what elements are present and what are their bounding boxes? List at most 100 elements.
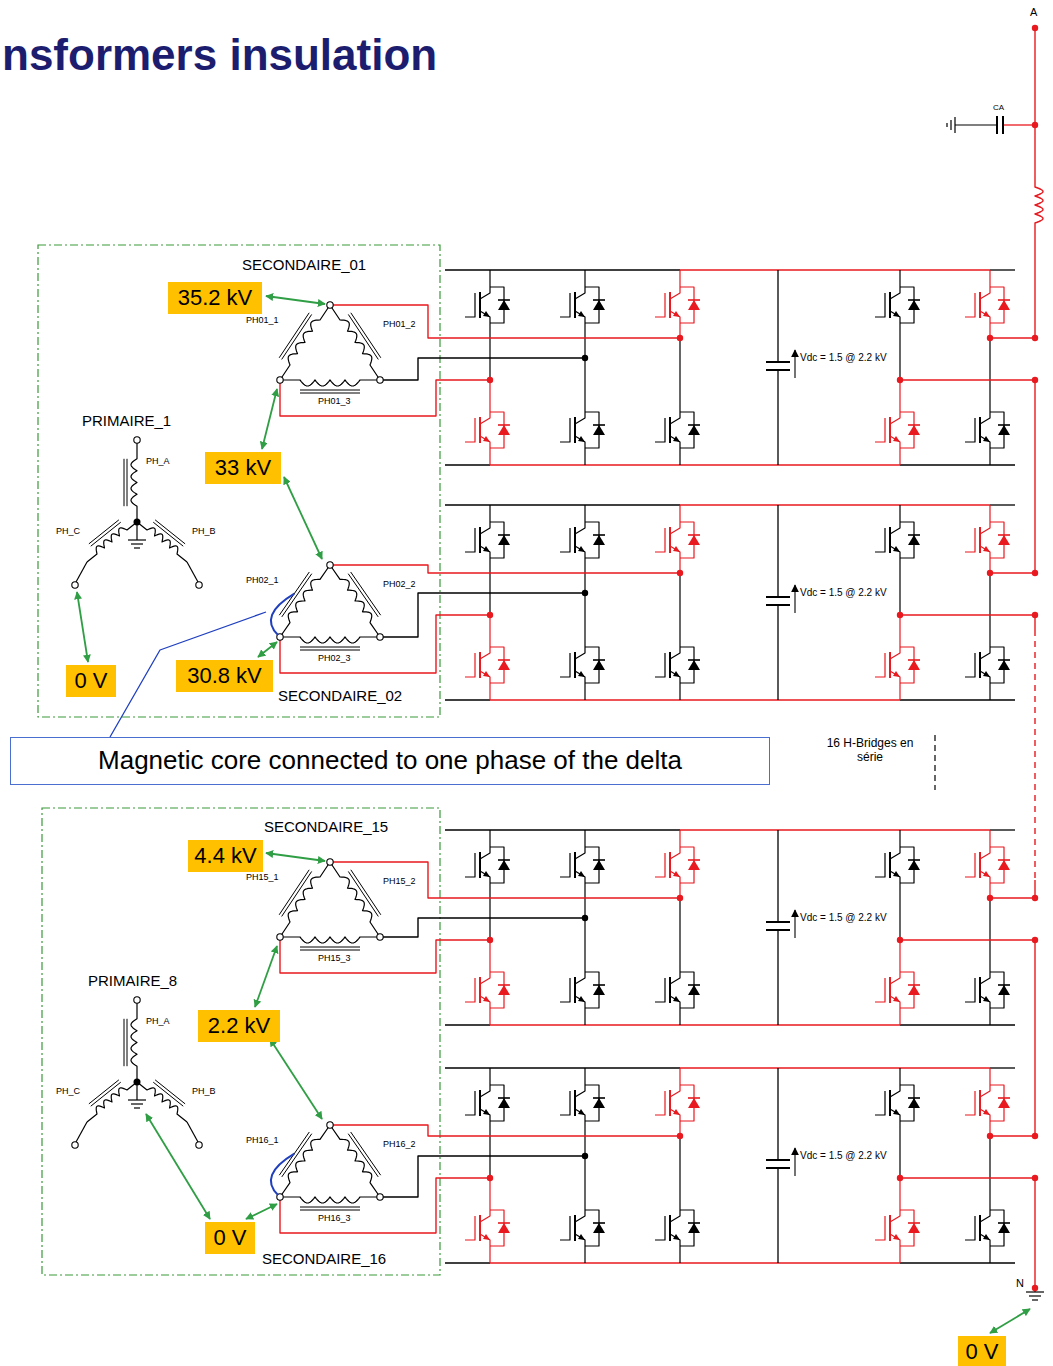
diode-bar: [998, 659, 1010, 661]
diode-bar: [593, 1222, 605, 1224]
igbt-gate: [655, 978, 665, 1002]
coil-winding: [280, 565, 330, 637]
igbt-gate: [655, 293, 665, 317]
ground-symbol: [950, 120, 951, 130]
dc-rail: [445, 1067, 680, 1068]
dc-rail: [990, 504, 1015, 505]
diode-symbol: [908, 985, 920, 995]
igbt-emitter-arrow: [673, 671, 680, 677]
igbt-collector: [575, 515, 585, 534]
igbt-collector: [480, 840, 490, 859]
dc-link-wire: [777, 370, 778, 465]
leg-wire: [899, 940, 900, 965]
igbt-channel: [889, 1090, 891, 1116]
output-wire: [990, 572, 1035, 573]
igbt-gate: [465, 1216, 475, 1240]
diode-bar: [688, 534, 700, 536]
igbt-collector: [980, 405, 990, 424]
terminal-circle: [72, 1142, 78, 1148]
part-label: PH15_3: [318, 953, 351, 963]
series-bus: [1034, 380, 1035, 573]
igbt-emitter: [575, 546, 585, 565]
ground-symbol: [128, 1099, 146, 1100]
dc-rail: [445, 699, 490, 700]
igbt-channel: [479, 417, 481, 443]
diode-bar: [498, 299, 510, 301]
dc-rail: [490, 699, 900, 700]
dc-rail: [990, 269, 1015, 270]
diode-bar: [688, 659, 700, 661]
dc-rail: [990, 1067, 1015, 1068]
leg-wire: [584, 830, 585, 840]
dc-rail: [680, 1067, 990, 1068]
igbt-gate: [965, 1216, 975, 1240]
igbt-gate: [655, 853, 665, 877]
voltage-tag: 0 V: [958, 1336, 1006, 1366]
igbt-collector: [980, 965, 990, 984]
igbt-collector: [480, 280, 490, 299]
igbt-gate: [965, 528, 975, 552]
diode-symbol: [998, 300, 1010, 310]
igbt-collector: [890, 515, 900, 534]
part-label: PH02_2: [383, 579, 416, 589]
igbt-channel: [669, 1215, 671, 1241]
igbt-emitter: [980, 671, 990, 690]
leg-wire: [489, 830, 490, 840]
voltage-tag: 30.8 kV: [176, 660, 273, 692]
leg-wire: [989, 1068, 990, 1078]
magnetic-core: [300, 950, 360, 951]
diode-symbol: [998, 660, 1010, 670]
voltage-value: 33 kV: [215, 455, 271, 480]
igbt-gate: [465, 293, 475, 317]
diode-bar: [998, 1222, 1010, 1224]
magnetic-core: [89, 1080, 119, 1104]
igbt-collector: [575, 1203, 585, 1222]
magnetic-core: [91, 522, 121, 546]
igbt-emitter-arrow: [983, 1109, 990, 1115]
dc-rail: [490, 464, 900, 465]
voltage-tag: 33 kV: [205, 452, 281, 484]
terminal-circle: [277, 934, 283, 940]
magnetic-core: [351, 572, 381, 615]
magnetic-core: [300, 393, 360, 394]
igbt-gate: [560, 293, 570, 317]
coil-winding: [330, 305, 380, 380]
output-wire: [990, 897, 1035, 898]
igbt-gate: [560, 528, 570, 552]
igbt-channel: [889, 1215, 891, 1241]
part-label: N: [1016, 1277, 1024, 1290]
leg-wire: [584, 918, 585, 965]
igbt-channel: [979, 292, 981, 318]
igbt-collector: [980, 280, 990, 299]
igbt-channel: [889, 977, 891, 1003]
capacitor-plate: [766, 361, 790, 363]
leg-wire: [584, 1128, 585, 1156]
leg-wire: [899, 830, 900, 840]
leg-wire: [584, 455, 585, 465]
igbt-collector: [890, 405, 900, 424]
igbt-emitter-arrow: [673, 871, 680, 877]
igbt-collector: [480, 640, 490, 659]
igbt-channel: [669, 977, 671, 1003]
igbt-channel: [669, 527, 671, 553]
series-bus: [1034, 235, 1035, 338]
dc-rail: [445, 1262, 490, 1263]
igbt-emitter-arrow: [578, 996, 585, 1002]
core-ground-link: [271, 1154, 294, 1195]
leg-wire: [679, 1068, 680, 1078]
leg-wire: [899, 380, 900, 405]
ground-symbol: [134, 1107, 140, 1108]
voltage-arrow: [255, 946, 277, 1007]
voltage-tag: 0 V: [66, 665, 116, 697]
part-label: SECONDAIRE_16: [262, 1250, 386, 1267]
diode-symbol: [498, 860, 510, 870]
igbt-emitter-arrow: [673, 996, 680, 1002]
phase-wire: [380, 918, 585, 937]
voltage-value: 35.2 kV: [178, 285, 253, 310]
part-label: PRIMAIRE_1: [82, 412, 171, 429]
coil-winding: [280, 862, 330, 937]
igbt-emitter: [480, 546, 490, 565]
magnetic-core: [282, 871, 312, 916]
dc-link-wire: [777, 830, 778, 922]
